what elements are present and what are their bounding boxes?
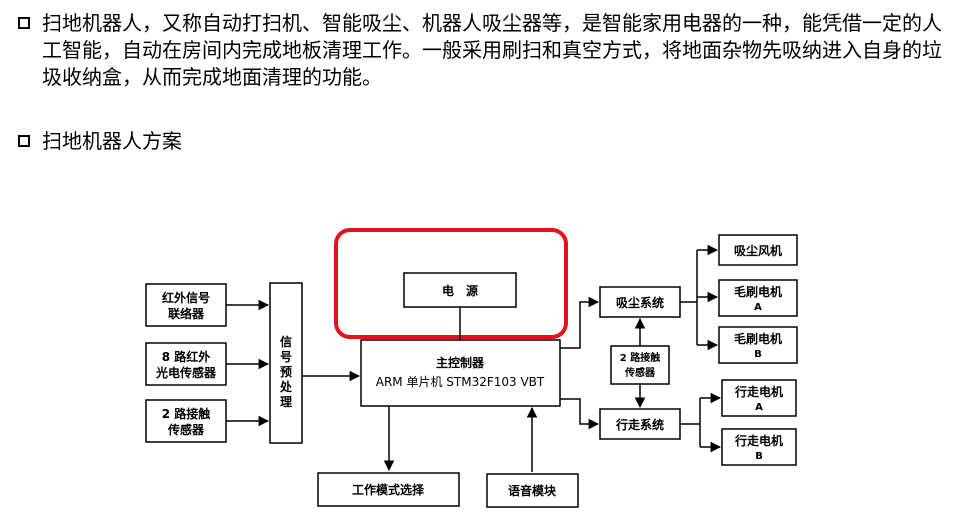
walk-a-label-2: A [755,402,763,413]
ir8-label-1: 8 路红外 [162,349,211,364]
contact-sensor-left-box: 2 路接触 传感器 [145,399,227,443]
preprocess-char-1: 信 [280,334,292,349]
contact-sensor-right-box: 2 路接触 传感器 [610,345,670,385]
walk-a-label-1: 行走电机 [734,384,783,399]
ir-signal-box: 红外信号 联络器 [145,283,227,327]
suction-fan-box: 吸尘风机 [718,234,798,266]
preprocess-char-2: 号 [280,349,292,364]
brush-motor-a-box: 毛刷电机 A [718,279,798,317]
ir8-sensor-box: 8 路红外 光电传感器 [145,342,227,386]
voice-module-label: 语音模块 [508,483,557,498]
vacuum-system-label: 吸尘系统 [616,295,664,310]
contact-right-label-1: 2 路接触 [620,351,660,364]
mode-select-box: 工作模式选择 [317,472,460,507]
ir8-label-2: 光电传感器 [155,365,217,380]
voice-module-box: 语音模块 [486,473,579,508]
brush-a-label-2: A [754,302,762,313]
brush-b-label-2: B [754,349,762,360]
main-controller-box: 主控制器 ARM 单片机 STM32F103 VBT [360,339,561,407]
brush-motor-b-box: 毛刷电机 B [718,326,798,364]
mode-select-label: 工作模式选择 [352,482,425,497]
square-bullet-icon [18,17,30,29]
power-label: 电 源 [442,283,478,298]
intro-paragraph-row: 扫地机器人，又称自动打扫机、智能吸尘、机器人吸尘器等，是智能家用电器的一种，能凭… [18,10,947,91]
walk-b-label-2: B [755,451,763,462]
square-bullet-icon [18,135,30,147]
arrow-main-vacuum [560,296,600,349]
walk-motor-b-box: 行走电机 B [721,428,797,466]
walk-motor-a-box: 行走电机 A [721,379,797,417]
section-heading: 扫地机器人方案 [42,129,182,153]
brush-a-label-1: 毛刷电机 [734,284,782,299]
walk-system-label: 行走系统 [615,417,664,432]
contact-left-label-2: 传感器 [167,422,205,437]
walk-b-label-1: 行走电机 [734,433,783,448]
preprocess-char-3: 预 [280,365,292,379]
brush-b-label-1: 毛刷电机 [734,331,782,346]
main-ctrl-label-2: ARM 单片机 STM32F103 VBT [376,375,545,389]
walk-system-box: 行走系统 [599,408,681,440]
vacuum-system-box: 吸尘系统 [599,286,681,318]
intro-paragraph: 扫地机器人，又称自动打扫机、智能吸尘、机器人吸尘器等，是智能家用电器的一种，能凭… [42,11,942,89]
ir-signal-label-1: 红外信号 [162,290,210,305]
contact-left-label-1: 2 路接触 [162,406,211,421]
section-heading-row: 扫地机器人方案 [18,128,182,155]
signal-preprocess-box: 信 号 预 处 理 [269,282,303,444]
contact-right-label-2: 传感器 [624,366,656,379]
main-ctrl-label-1: 主控制器 [436,355,485,370]
preprocess-char-5: 理 [280,395,292,409]
suction-fan-label: 吸尘风机 [734,243,782,258]
power-box: 电 源 [403,272,517,308]
power-highlight-frame [334,228,568,339]
ir-signal-label-2: 联络器 [168,306,205,321]
arrow-main-walk [560,398,600,430]
preprocess-char-4: 处 [279,379,293,394]
